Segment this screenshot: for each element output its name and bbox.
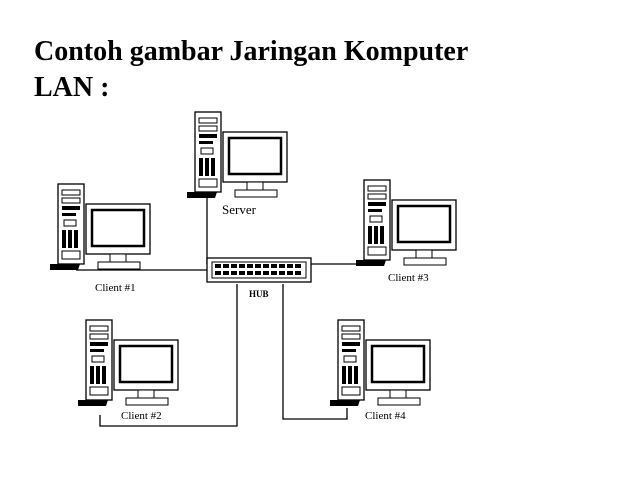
page-title: Contoh gambar Jaringan Komputer LAN :: [34, 34, 594, 106]
client2-computer-icon: [76, 318, 180, 408]
client1-label: Client #1: [95, 282, 136, 294]
cable-client4-hub: [282, 284, 348, 420]
page-title-line-1: Contoh gambar Jaringan Komputer: [34, 36, 469, 67]
client4-computer-icon: [328, 318, 432, 408]
server-computer-icon: [185, 110, 289, 200]
cable-client2-hub: [99, 284, 238, 427]
page-title-line-2: LAN :: [34, 72, 110, 103]
client4-label: Client #4: [365, 410, 406, 422]
client2-label: Client #2: [121, 410, 162, 422]
hub-device: [206, 257, 312, 283]
hub-label: HUB: [249, 289, 269, 299]
hub-ports-icon: [215, 264, 301, 275]
client3-computer-icon: [354, 178, 458, 268]
server-label: Server: [222, 202, 257, 217]
client3-label: Client #3: [388, 272, 429, 284]
client1-computer-icon: [48, 182, 152, 272]
